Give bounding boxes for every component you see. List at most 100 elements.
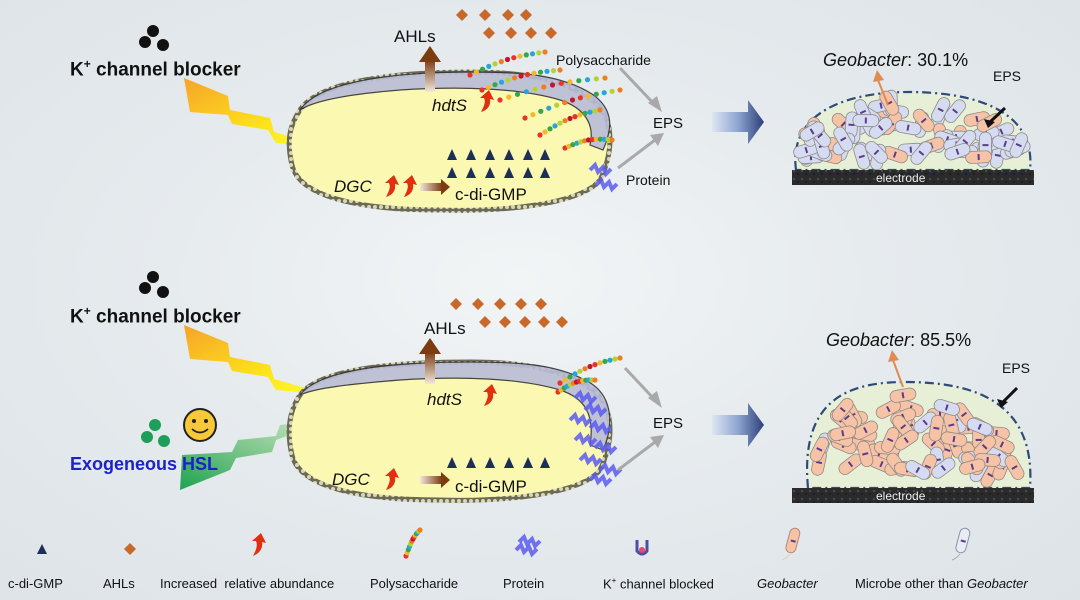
blocked-channel [1003,140,1008,148]
polysaccharide-bead [592,377,598,383]
biofilm-eps-label-top: EPS [993,68,1022,84]
protein-zigzag [588,161,613,178]
polysaccharide-bead [532,86,538,92]
polysaccharide-bead [593,76,599,82]
blocked-channel [977,423,982,430]
biofilm-bottom [805,380,1032,490]
poly-to-eps-arrowhead [648,391,662,408]
blocked-channel [918,150,925,156]
protein-label-top: Protein [626,172,671,188]
polysaccharide-bead [617,87,623,93]
polysaccharide-bead [570,142,576,148]
blocked-channel [862,452,869,456]
ahl-diamond [450,298,462,310]
polysaccharide-bead [577,112,583,118]
polysaccharide-bead [549,82,556,88]
ahl-diamond [505,27,517,39]
blocked-channel [909,146,913,153]
polysaccharide-label-top: Polysaccharide [556,52,651,68]
cdigmp-triangle [523,167,533,178]
dgc-to-cdigmp-arrow [420,183,442,191]
blocked-channel [986,456,989,464]
cdigmp-triangle [485,457,495,468]
polysaccharide-bead [567,115,573,122]
polysaccharide-bead [497,97,503,103]
blocked-channel [847,461,854,468]
polysaccharide-bead [552,123,558,129]
hsl-lightning-icon [180,420,330,490]
increased-abundance-arrows [385,384,497,490]
red-up-arrow-icon [252,533,266,556]
legend-label-geobacter: Geobacter [757,576,818,591]
ahl-diamond [556,316,568,328]
dgc-to-cdigmp-arrowhead [441,472,450,488]
dgc-label-bottom: DGC [332,470,370,489]
electrode-bottom [792,488,1034,503]
polysaccharide-bead [601,136,607,142]
protein-zigzags [588,161,619,193]
blocked-channel [878,124,884,131]
blocked-channel [817,132,824,139]
result-arrow [712,100,764,144]
cdigmp-triangle [504,149,514,160]
polysaccharide-bead [467,72,473,78]
blocked-channel [922,419,928,426]
k-channel-blocker-label-bottom: K+ channel blocker [70,304,241,328]
polysaccharide-bead [577,95,584,101]
protein-zigzag [593,439,618,456]
cdigmp-triangle [447,457,457,468]
cdigmp-triangle [523,149,533,160]
polysaccharide-bead [562,377,568,383]
polysaccharide-bead [602,358,608,364]
protein-zigzag [598,461,623,478]
geobacter-pointer-top [877,79,889,106]
electrode-top [792,170,1034,185]
polysaccharide-bead [523,52,529,58]
ahl-diamond [494,298,506,310]
increased-abundance-arrows [385,90,494,197]
blocked-channel [886,405,891,413]
ahl-diamond [483,27,495,39]
polysaccharide-bead [582,366,588,372]
ahls-label-bottom: AHLs [424,319,466,338]
polysaccharide-bead [479,66,486,72]
blocked-channel [937,107,944,113]
protein-zigzag [568,411,593,428]
bottom-panel [139,271,1034,503]
polysaccharide-bead [517,53,523,59]
ahl-export-arrowhead [419,338,441,354]
blocked-channel [901,392,905,399]
blocker-molecule-icon [139,271,169,298]
blocked-channel [952,435,956,443]
cdigmp-label-top: c-di-GMP [455,185,527,204]
blocker-lightning-icon [184,325,330,395]
polysaccharide-bead [537,132,543,138]
polysaccharide-bead [597,107,603,113]
ahl-diamond [545,27,557,39]
blocked-channel [809,128,815,135]
protein-zigzag [594,176,619,193]
blocked-channel [960,411,968,418]
ahl-diamond [538,316,550,328]
polysaccharide-bead [557,67,563,73]
ahl-export-arrowhead [419,46,441,62]
ahl-diamond [456,9,468,21]
cdigmp-triangle [523,457,533,468]
eps-pointer-bottom [1001,386,1019,404]
blocked-channel [1011,465,1018,470]
polysaccharide-bead [511,55,517,61]
polysaccharide-bead [609,88,615,94]
diamond-icon [124,543,136,555]
legend-label-k-channel-blocked: K+ channel blocked [603,576,714,592]
increased-abundance-arrow [385,468,399,490]
blocked-channel [840,121,847,128]
ahl-molecules [450,298,568,328]
blocked-channel [982,144,989,147]
polysaccharide-bead [601,90,607,96]
blocker-molecule-icon [139,25,169,51]
increased-abundance-arrow [403,175,417,197]
blocked-channel [952,108,959,114]
polysaccharide-bead [562,99,568,106]
polysaccharide-bead [492,82,498,88]
